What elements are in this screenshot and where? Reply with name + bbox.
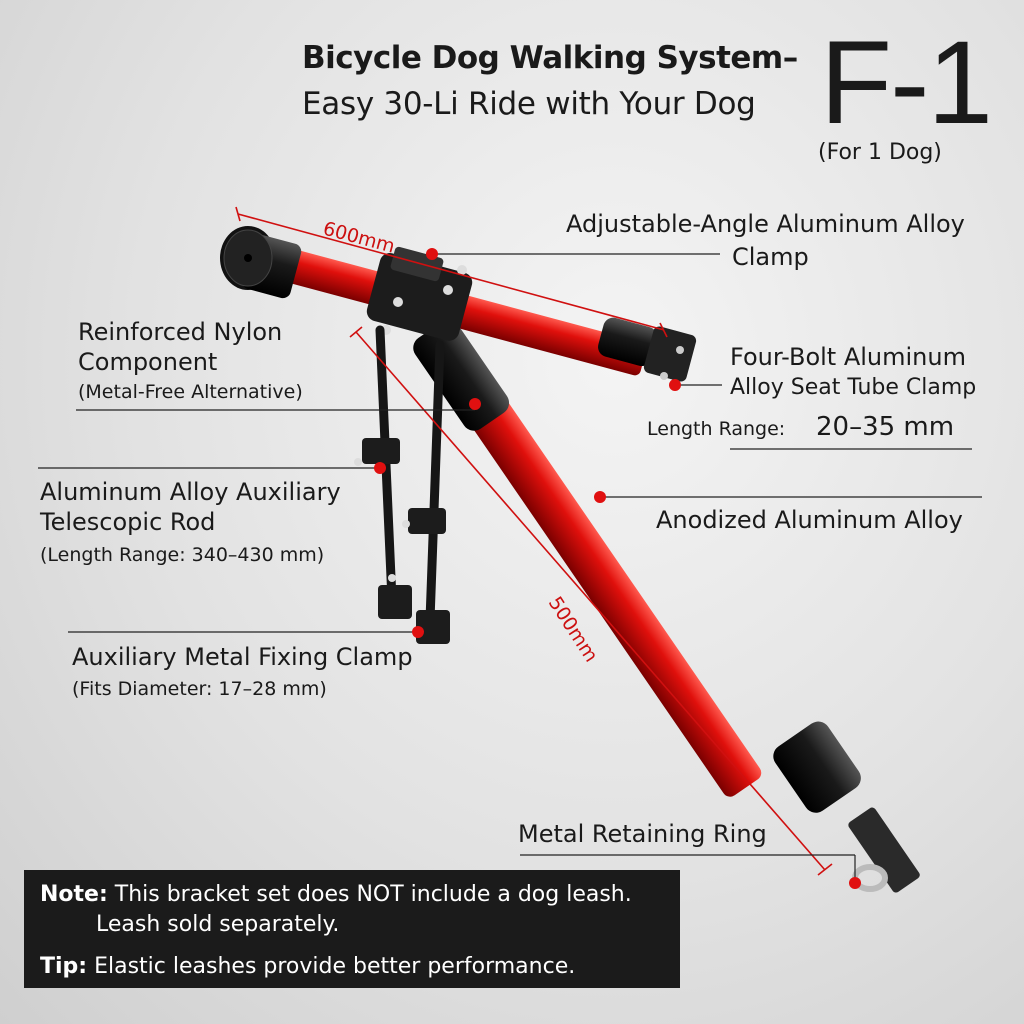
seat-clamp-range-value: 20–35 mm xyxy=(816,412,955,442)
callout-seat-clamp: Four-Bolt Aluminum xyxy=(730,343,966,371)
end-rod xyxy=(848,807,920,893)
seat-clamp-range-label: Length Range: xyxy=(647,418,786,440)
note-box: Note: This bracket set does NOT include … xyxy=(24,870,680,988)
note-line-2: Leash sold separately. xyxy=(96,912,340,937)
product-subtitle: Easy 30-Li Ride with Your Dog xyxy=(302,86,756,122)
callout-dots xyxy=(374,248,861,889)
callout-aux-rod: Aluminum Alloy Auxiliary xyxy=(40,478,341,506)
model-name: F-1 xyxy=(820,17,993,149)
product-title: Bicycle Dog Walking System– xyxy=(302,40,798,76)
dim-600: 600mm xyxy=(321,218,397,258)
leader-lines xyxy=(38,253,982,883)
main-tube xyxy=(464,390,762,797)
callout-nylon-line2: Component xyxy=(78,348,218,376)
callout-aux-rod-sub: (Length Range: 340–430 mm) xyxy=(40,544,325,566)
aux-rods xyxy=(362,325,450,644)
callout-nylon-sub: (Metal-Free Alternative) xyxy=(78,381,303,403)
callout-nylon: Reinforced Nylon xyxy=(78,318,283,346)
note-line: Note: This bracket set does NOT include … xyxy=(40,882,632,907)
lower-sleeve xyxy=(773,721,861,813)
callout-ring: Metal Retaining Ring xyxy=(518,820,767,848)
seat-clamp-graphic xyxy=(598,317,697,382)
callout-aux-clamp: Auxiliary Metal Fixing Clamp xyxy=(72,643,413,671)
callout-angle-clamp-line2: Clamp xyxy=(732,243,809,271)
dimension-lines xyxy=(235,206,833,876)
callout-seat-clamp-line2: Alloy Seat Tube Clamp xyxy=(730,375,977,400)
callout-anodized: Anodized Aluminum Alloy xyxy=(656,506,963,534)
end-cap xyxy=(220,226,302,299)
tip-line: Tip: Elastic leashes provide better perf… xyxy=(40,954,576,979)
callout-angle-clamp: Adjustable-Angle Aluminum Alloy xyxy=(566,210,965,238)
callout-aux-rod-line2: Telescopic Rod xyxy=(40,508,216,536)
model-subtitle: (For 1 Dog) xyxy=(818,140,942,165)
callout-aux-clamp-sub: (Fits Diameter: 17–28 mm) xyxy=(72,678,327,700)
